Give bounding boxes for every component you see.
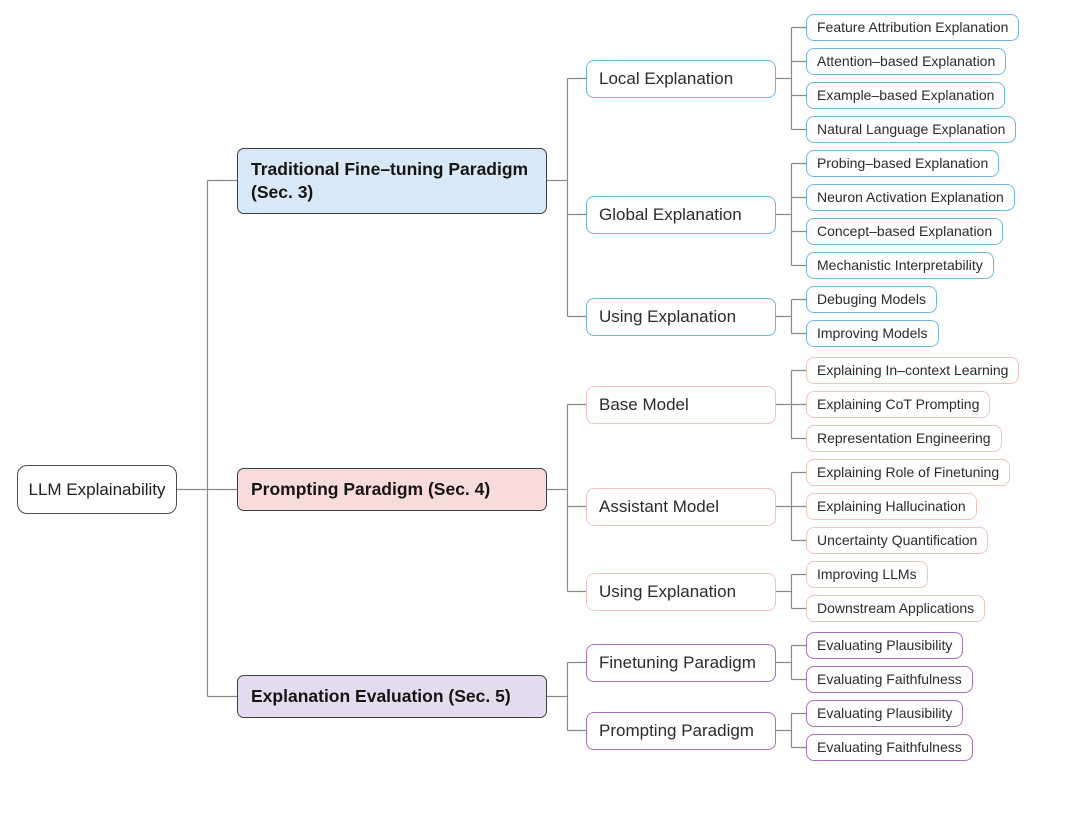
node-mechanistic-interpretability: Mechanistic Interpretability bbox=[806, 252, 994, 279]
subtree: Concept–based Explanation bbox=[806, 218, 1004, 245]
node-assistant-model: Assistant Model bbox=[586, 487, 776, 526]
node-evaluating-faithfulness: Evaluating Faithfulness bbox=[806, 734, 973, 761]
children-column: Local Explanation Feature Attribution Exp… bbox=[586, 14, 1020, 347]
subtree: Evaluating Plausibility bbox=[806, 700, 964, 727]
node-improving-models: Improving Models bbox=[806, 320, 939, 347]
subtree: Probing–based Explanation bbox=[806, 150, 1000, 177]
node-evaluating-plausibility: Evaluating Plausibility bbox=[806, 700, 964, 727]
node-probing-based-explanation: Probing–based Explanation bbox=[806, 150, 1000, 177]
subtree: Explaining CoT Prompting bbox=[806, 391, 991, 418]
node-prompting-paradigm: Prompting Paradigm bbox=[586, 711, 776, 750]
subtree: Prompting Paradigm Evaluating Plausibilit… bbox=[586, 700, 973, 761]
node-traditional-fine-tuning-paradigm-sec-3: Traditional Fine–tuning Paradigm (Sec. 3… bbox=[237, 147, 547, 214]
node-using-explanation: Using Explanation bbox=[586, 297, 776, 336]
subtree: Improving LLMs bbox=[806, 561, 928, 588]
node-debuging-models: Debuging Models bbox=[806, 286, 937, 313]
subtree: Neuron Activation Explanation bbox=[806, 184, 1015, 211]
node-explanation-evaluation-sec-5: Explanation Evaluation (Sec. 5) bbox=[237, 675, 547, 718]
node-base-model: Base Model bbox=[586, 385, 776, 424]
node-representation-engineering: Representation Engineering bbox=[806, 425, 1002, 452]
subtree: Downstream Applications bbox=[806, 595, 986, 622]
node-prompting-paradigm-sec-4: Prompting Paradigm (Sec. 4) bbox=[237, 468, 547, 511]
node-evaluating-plausibility: Evaluating Plausibility bbox=[806, 632, 964, 659]
subtree: Mechanistic Interpretability bbox=[806, 252, 994, 279]
node-explaining-hallucination: Explaining Hallucination bbox=[806, 493, 977, 520]
node-neuron-activation-explanation: Neuron Activation Explanation bbox=[806, 184, 1015, 211]
subtree: Explanation Evaluation (Sec. 5) Finetunin… bbox=[237, 632, 973, 761]
node-using-explanation: Using Explanation bbox=[586, 572, 776, 611]
node-evaluating-faithfulness: Evaluating Faithfulness bbox=[806, 666, 973, 693]
root-node: LLM Explainability bbox=[17, 465, 177, 514]
children-column: Base Model Explaining In–context Learning… bbox=[586, 357, 1020, 622]
subtree: Local Explanation Feature Attribution Exp… bbox=[586, 14, 1020, 143]
node-finetuning-paradigm: Finetuning Paradigm bbox=[586, 643, 776, 682]
subtree: Improving Models bbox=[806, 320, 939, 347]
node-local-explanation: Local Explanation bbox=[586, 59, 776, 98]
subtree: Example–based Explanation bbox=[806, 82, 1006, 109]
subtree: Global Explanation Probing–based Explanat… bbox=[586, 150, 1015, 279]
subtree: Representation Engineering bbox=[806, 425, 1002, 452]
subtree: Explaining Role of Finetuning bbox=[806, 459, 1011, 486]
subtree: Traditional Fine–tuning Paradigm (Sec. 3… bbox=[237, 14, 1020, 347]
node-explaining-in-context-learning: Explaining In–context Learning bbox=[806, 357, 1020, 384]
subtree: Explaining Hallucination bbox=[806, 493, 977, 520]
subtree: Evaluating Plausibility bbox=[806, 632, 964, 659]
subtree: Evaluating Faithfulness bbox=[806, 734, 973, 761]
subtree: Finetuning Paradigm Evaluating Plausibili… bbox=[586, 632, 973, 693]
subtree: Natural Language Explanation bbox=[806, 116, 1017, 143]
subtree: Debuging Models bbox=[806, 286, 937, 313]
node-downstream-applications: Downstream Applications bbox=[806, 595, 986, 622]
node-explaining-role-of-finetuning: Explaining Role of Finetuning bbox=[806, 459, 1011, 486]
node-attention-based-explanation: Attention–based Explanation bbox=[806, 48, 1007, 75]
node-natural-language-explanation: Natural Language Explanation bbox=[806, 116, 1017, 143]
node-concept-based-explanation: Concept–based Explanation bbox=[806, 218, 1004, 245]
node-improving-llms: Improving LLMs bbox=[806, 561, 928, 588]
subtree: Uncertainty Quantification bbox=[806, 527, 989, 554]
subtree: Assistant Model Explaining Role of Finetu… bbox=[586, 459, 1011, 554]
subtree: Attention–based Explanation bbox=[806, 48, 1007, 75]
subtree: Explaining In–context Learning bbox=[806, 357, 1020, 384]
subtree: Evaluating Faithfulness bbox=[806, 666, 973, 693]
children-column: Traditional Fine–tuning Paradigm (Sec. 3… bbox=[237, 14, 1020, 761]
node-feature-attribution-explanation: Feature Attribution Explanation bbox=[806, 14, 1020, 41]
node-example-based-explanation: Example–based Explanation bbox=[806, 82, 1006, 109]
subtree: Base Model Explaining In–context Learning… bbox=[586, 357, 1020, 452]
node-global-explanation: Global Explanation bbox=[586, 195, 776, 234]
taxonomy-tree: LLM Explainability Traditional Fine–tunin… bbox=[17, 14, 1020, 761]
node-explaining-cot-prompting: Explaining CoT Prompting bbox=[806, 391, 991, 418]
subtree: Feature Attribution Explanation bbox=[806, 14, 1020, 41]
node-uncertainty-quantification: Uncertainty Quantification bbox=[806, 527, 989, 554]
